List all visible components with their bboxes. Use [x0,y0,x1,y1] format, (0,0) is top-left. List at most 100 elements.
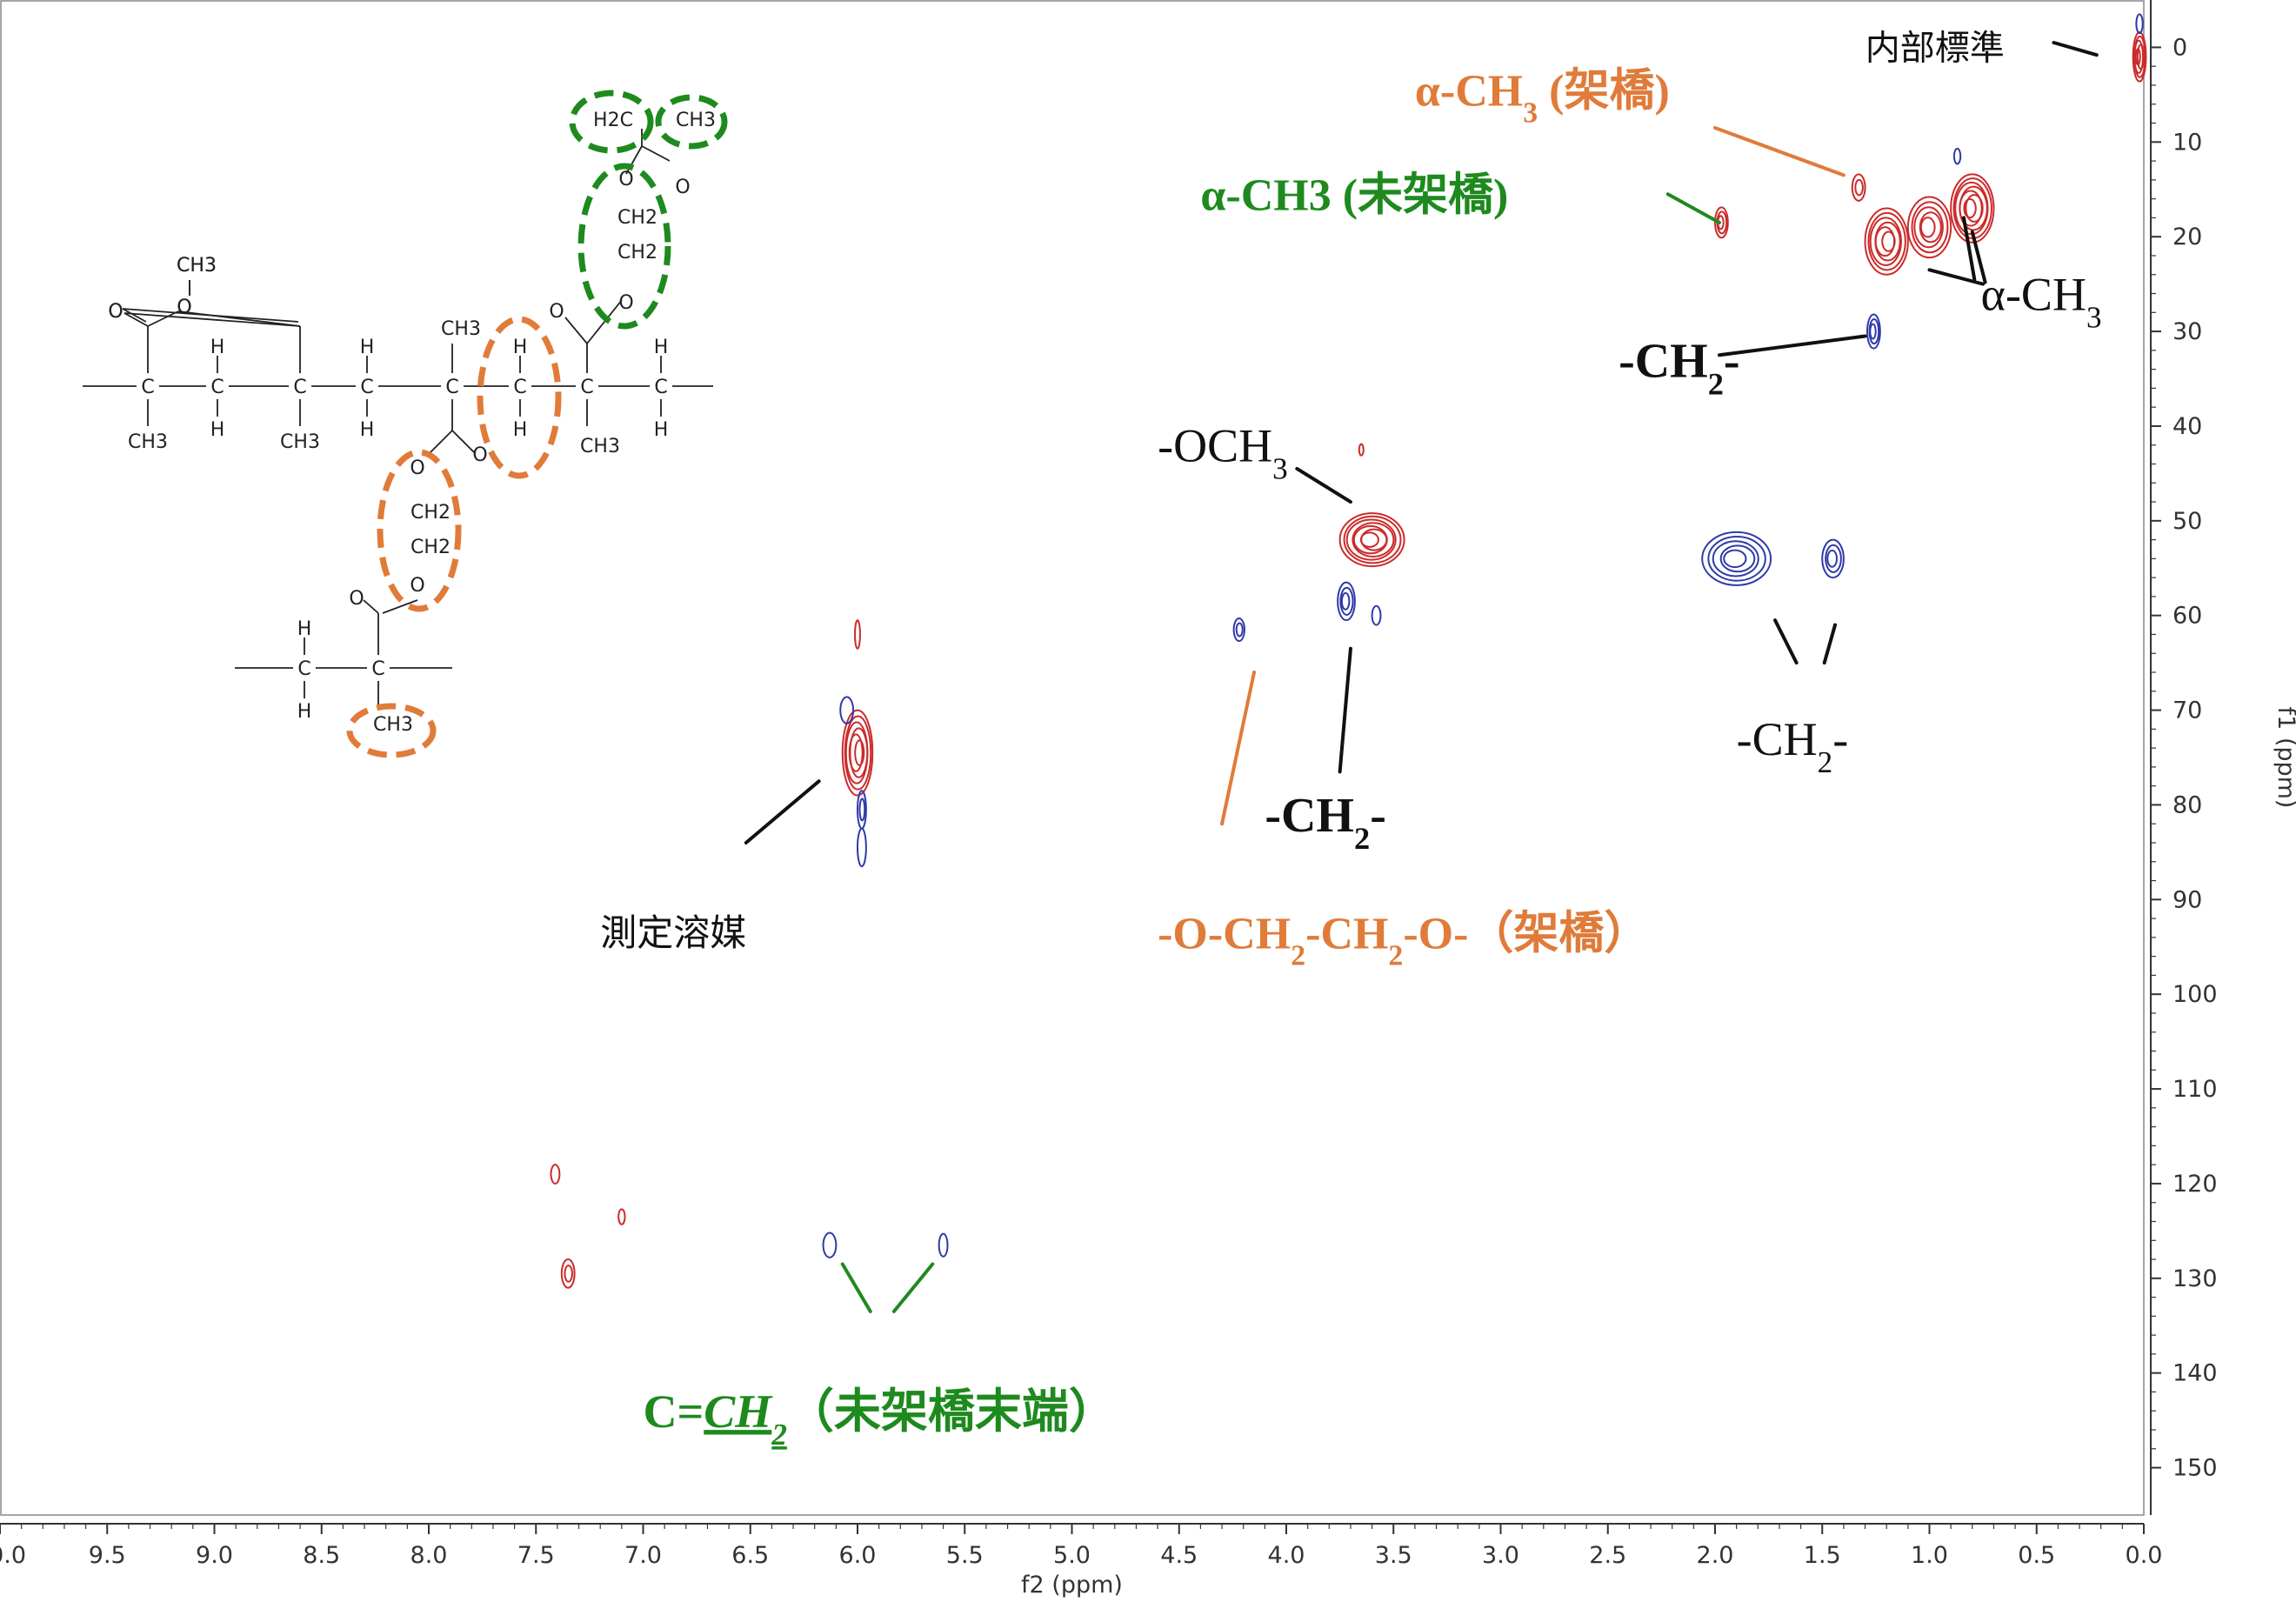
ether-oxygen: O [618,292,633,314]
label-part: 3 [1523,97,1538,129]
leader-line [1822,623,1838,665]
leader-line [1338,646,1352,774]
carbonyl-bond [123,312,301,327]
hydrogen: H [513,337,528,358]
contour-level [2134,48,2141,66]
label-part: 2 [1291,939,1305,971]
methyl-label: CH3 [177,255,217,277]
leader-line [840,1262,872,1313]
contour-level [1340,591,1351,611]
contour-level [1232,617,1245,643]
x-tick-label: 0.5 [2018,1542,2055,1569]
carbonyl-bond [123,312,149,327]
carbonyl-oxygen: O [349,588,364,610]
negative-peak [1337,581,1356,622]
annotation-a_ch3_cross: α-CH3 (架橋) [1415,66,1670,130]
methyl-label: CH3 [128,431,168,453]
contour-level [1952,147,1962,165]
label-part: -CH [1737,713,1818,765]
axes: 10.09.59.08.58.07.57.06.56.05.55.04.54.0… [0,34,2296,1599]
contour-level [617,1208,626,1225]
y-tick-label: 60 [2173,603,2202,630]
label-part: （未架橋末端） [787,1385,1116,1438]
contour-level [1235,622,1244,637]
atom-bg [441,373,464,399]
contour-level [1919,217,1936,238]
contour-level [1825,544,1842,573]
leader-line [1927,268,1986,286]
y-tick-label: 140 [2173,1360,2218,1387]
contour-level [854,739,865,766]
negative-peak [839,696,855,724]
contour-level [1707,536,1766,582]
contour-level [1358,443,1365,457]
contour-peaks [550,13,2147,1289]
contour-level [854,619,861,650]
ether-ch2: CH2 [617,242,657,264]
negative-peak [857,790,867,830]
x-tick-label: 2.0 [1697,1542,1734,1569]
label-part: 2 [771,1418,787,1452]
hydrogen: H [297,618,312,640]
contour-level [841,709,874,797]
y-tick-label: 150 [2173,1455,2218,1482]
x-tick-label: 8.5 [303,1542,340,1569]
x-tick-label: 2.5 [1589,1542,1626,1569]
annotation-a_ch3_uncross: α-CH3 (未架橋) [1200,170,1508,220]
annotation-a_ch3_main: α-CH3 [1981,268,2102,334]
contour-level [822,1232,838,1258]
leader-line [2052,40,2099,57]
positive-peak [560,1258,576,1289]
x-tick-label: 0.0 [2126,1542,2163,1569]
label-part: 2 [1388,939,1403,971]
negative-peak [822,1232,838,1258]
bond [382,599,418,614]
y-tick-label: 70 [2173,698,2202,724]
annotation-leaders [744,40,2099,1313]
contour-level [2135,13,2144,35]
negative-peak [857,827,867,868]
label-part: -O-CH [1158,910,1291,959]
contour-level [1826,549,1839,568]
ether-ch2: CH2 [617,207,657,229]
hydrogen: H [654,419,669,441]
contour-level [1913,206,1944,249]
contour-level [1866,313,1881,350]
hydrogen: H [360,337,375,358]
contour-level [858,798,866,822]
positive-peak [854,619,861,650]
annotation-solvent: 測定溶媒 [600,911,746,954]
label-part: - [1370,789,1386,843]
x-tick-label: 7.0 [624,1542,662,1569]
y-tick-label: 20 [2173,224,2202,250]
contour-level [1719,544,1756,573]
methyl-label: CH3 [177,255,217,277]
atom-bg [137,373,159,399]
x-tick-label: 6.0 [839,1542,877,1569]
chain-carbon: C [293,377,306,398]
contour-level [1338,512,1405,568]
hydrogen: H [210,419,225,441]
annotation-ch2_right: -CH2- [1737,713,1849,779]
negative-peak [1371,604,1382,626]
contour-level [1867,211,1906,271]
label-part: 内部標準 [1866,28,2005,68]
hydrogen: H [297,701,312,723]
x-tick-label: 7.5 [517,1542,555,1569]
atom-bg [576,373,598,399]
label-part: 3 [2086,300,2102,334]
x-tick-label: 9.5 [89,1542,126,1569]
y-tick-label: 40 [2173,413,2202,440]
ether-oxygen: O [410,575,424,597]
chain-carbon: C [580,377,593,398]
hydrogen: H [210,337,225,358]
contour-level [1959,190,1983,227]
hydrogen: H [513,419,528,441]
y-tick-label: 90 [2173,886,2202,913]
annotation-och3: -OCH3 [1158,420,1288,486]
carbonyl-oxygen: O [472,444,487,466]
x-tick-label: 1.5 [1804,1542,1841,1569]
positive-peak [1864,207,1909,276]
contour-level [560,1258,576,1289]
